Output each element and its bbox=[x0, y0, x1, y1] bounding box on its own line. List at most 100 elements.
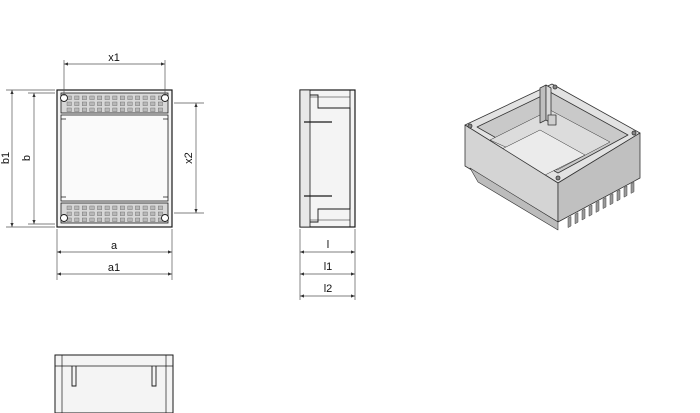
label-l: l bbox=[327, 239, 329, 251]
label-l1: l1 bbox=[324, 261, 333, 273]
pin-cell bbox=[150, 211, 156, 216]
pin-cell bbox=[119, 107, 125, 112]
dimensions-side-view bbox=[299, 229, 356, 300]
pin-cell bbox=[142, 101, 148, 106]
pin-cell bbox=[135, 95, 140, 100]
corner-holes bbox=[60, 94, 169, 222]
pin-cell bbox=[157, 211, 163, 216]
pin-cell bbox=[127, 107, 133, 112]
pin-cell bbox=[74, 107, 80, 112]
pin-cell bbox=[112, 205, 118, 210]
iso-right-wall bbox=[557, 132, 641, 223]
pin-cell bbox=[119, 205, 125, 210]
pin-cell bbox=[119, 101, 125, 106]
iso-pin bbox=[567, 216, 572, 228]
pin-cell bbox=[66, 107, 72, 112]
pin-cell bbox=[112, 211, 118, 216]
pin-cell bbox=[66, 211, 72, 216]
pin-cell bbox=[127, 95, 133, 100]
pin-cell bbox=[81, 205, 87, 210]
label-x1: x1 bbox=[108, 52, 120, 64]
pin-cell bbox=[112, 95, 118, 100]
pin-cell bbox=[150, 101, 156, 106]
label-x2: x2 bbox=[183, 152, 195, 164]
pin-cell bbox=[74, 101, 80, 106]
pin-cell bbox=[66, 205, 72, 210]
pin-cell bbox=[142, 107, 148, 112]
pin-cell bbox=[119, 211, 125, 216]
top-view bbox=[56, 89, 173, 228]
iso-pin bbox=[623, 185, 628, 198]
pin-cell bbox=[97, 107, 103, 112]
iso-pin bbox=[581, 208, 586, 221]
pin-cell bbox=[97, 211, 103, 216]
top-view-cavity bbox=[60, 114, 169, 202]
pin-cell bbox=[119, 217, 125, 222]
label-l2: l2 bbox=[324, 283, 333, 295]
pin-cell bbox=[97, 217, 103, 222]
pin-cell bbox=[135, 101, 140, 106]
pin-cell bbox=[112, 101, 118, 106]
pin-cell bbox=[89, 217, 95, 222]
pin-cell bbox=[112, 217, 118, 222]
pin-grid-bottom bbox=[66, 205, 163, 222]
pin-cell bbox=[127, 101, 133, 106]
pin-cell bbox=[89, 205, 95, 210]
pin-cell bbox=[104, 101, 110, 106]
pin-cell bbox=[150, 107, 156, 112]
pin-cell bbox=[135, 217, 140, 222]
pin-cell bbox=[157, 205, 163, 210]
pin-cell bbox=[104, 107, 110, 112]
pin-cell bbox=[89, 211, 95, 216]
pin-cell bbox=[127, 205, 133, 210]
pin-cell bbox=[142, 217, 148, 222]
isometric-view bbox=[464, 83, 641, 231]
pin-cell bbox=[127, 211, 133, 216]
pin-cell bbox=[150, 95, 156, 100]
pin-cell bbox=[104, 205, 110, 210]
pin-cell bbox=[135, 211, 140, 216]
pin-cell bbox=[74, 95, 80, 100]
iso-pin bbox=[609, 193, 614, 206]
iso-pins bbox=[567, 181, 635, 228]
pin-grid-top bbox=[66, 95, 163, 112]
pin-cell bbox=[89, 101, 95, 106]
pin-cell bbox=[97, 205, 103, 210]
label-a: a bbox=[111, 240, 118, 252]
pin-cell bbox=[127, 217, 133, 222]
pin-cell bbox=[81, 101, 87, 106]
iso-pin bbox=[588, 204, 593, 217]
label-a1: a1 bbox=[108, 262, 120, 274]
pin-cell bbox=[97, 95, 103, 100]
pin-cell bbox=[104, 211, 110, 216]
dimension-labels-top-view: x1 a a1 b1 b x2 bbox=[0, 52, 195, 274]
iso-pin bbox=[616, 189, 621, 202]
dimension-labels-side-view: l l1 l2 bbox=[324, 239, 333, 295]
pin-cell bbox=[119, 95, 125, 100]
pin-cell bbox=[157, 101, 163, 106]
pin-cell bbox=[104, 95, 110, 100]
pin-cell bbox=[74, 205, 80, 210]
pin-cell bbox=[112, 107, 118, 112]
pin-cell bbox=[81, 211, 87, 216]
pin-cell bbox=[89, 107, 95, 112]
label-b1: b1 bbox=[0, 152, 12, 164]
pin-cell bbox=[104, 217, 110, 222]
pin-cell bbox=[150, 205, 156, 210]
pin-cell bbox=[66, 101, 72, 106]
pin-cell bbox=[142, 95, 148, 100]
pin-cell bbox=[81, 107, 87, 112]
pin-cell bbox=[135, 107, 140, 112]
pin-cell bbox=[81, 217, 87, 222]
front-elevation-view bbox=[54, 354, 174, 413]
iso-pin bbox=[595, 200, 600, 213]
iso-pin bbox=[602, 197, 607, 209]
dimensions-top-view bbox=[6, 60, 204, 280]
pin-cell bbox=[142, 205, 148, 210]
pin-cell bbox=[157, 107, 163, 112]
pin-cell bbox=[81, 95, 87, 100]
label-b: b bbox=[21, 155, 33, 161]
pin-cell bbox=[89, 95, 95, 100]
front-elevation-outline bbox=[54, 354, 174, 413]
